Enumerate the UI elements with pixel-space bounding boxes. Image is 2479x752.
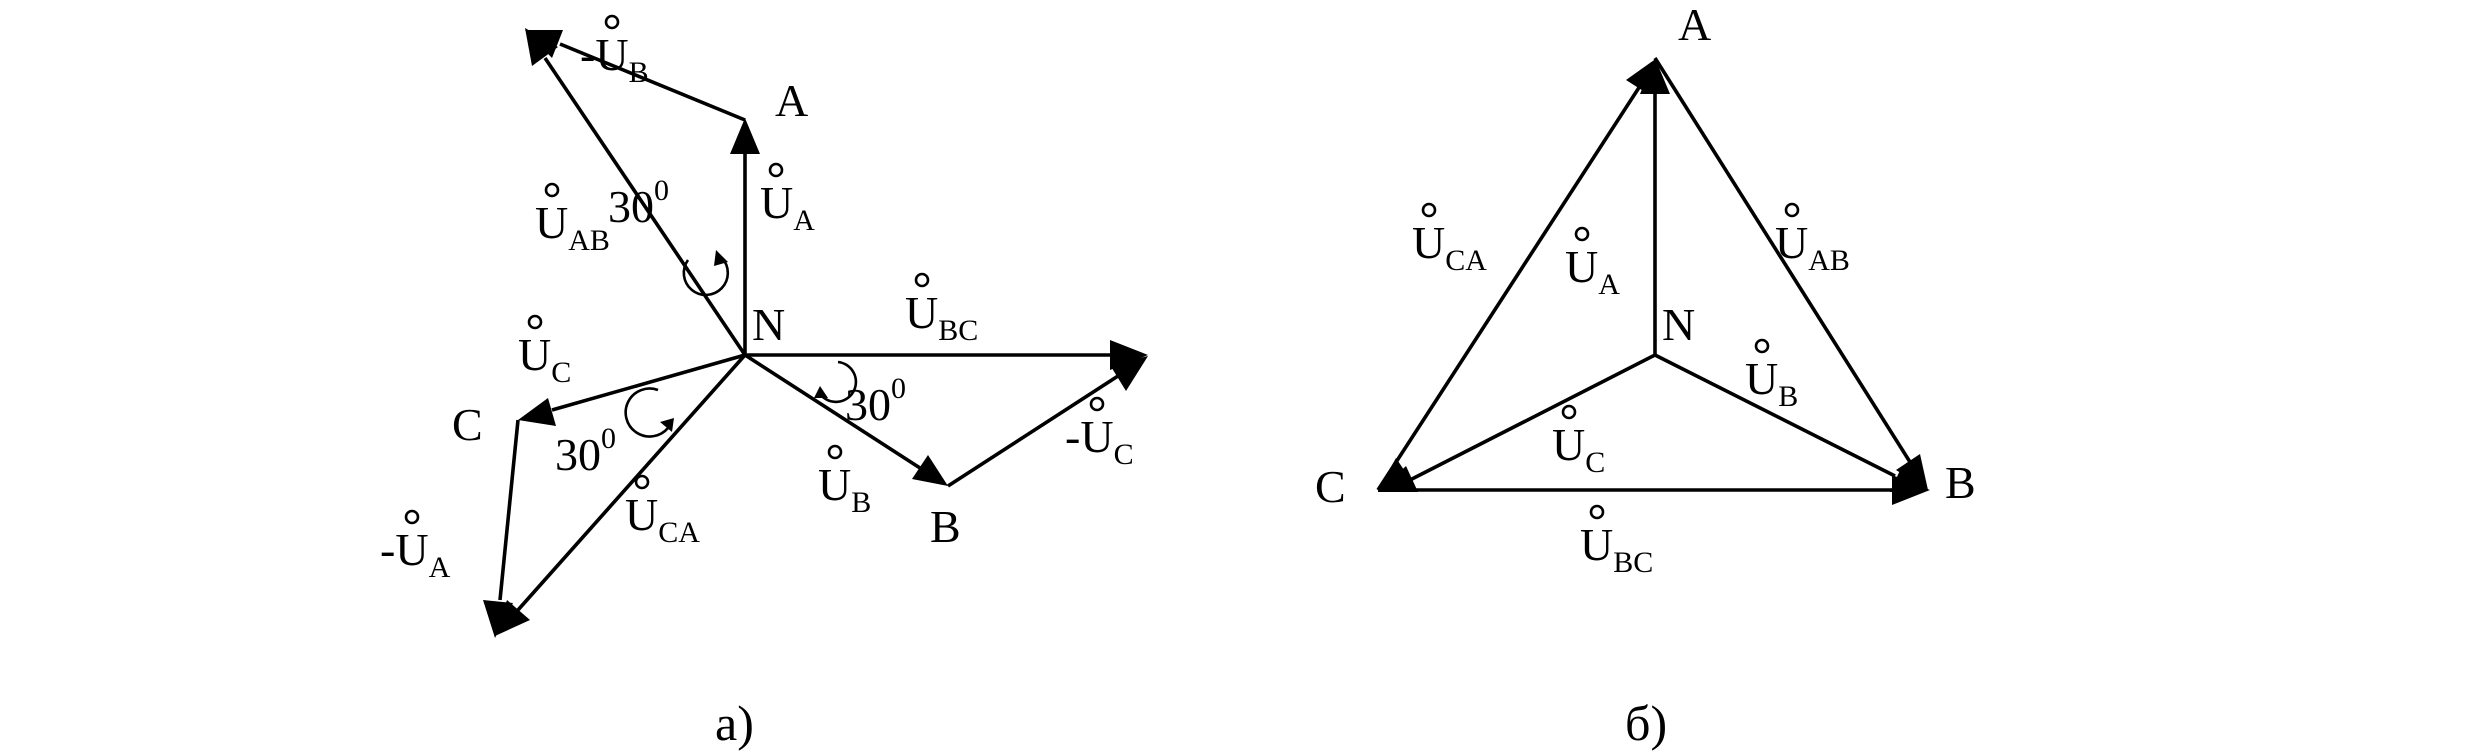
phasor-ring-icon <box>1754 338 1770 354</box>
label-neg-u-c: -UC <box>1065 396 1134 471</box>
vector-u-b <box>744 353 948 486</box>
label-b-u-ab: UAB <box>1775 202 1850 277</box>
phasor-ring-icon <box>404 509 420 525</box>
phasor-ring-icon <box>1574 226 1590 242</box>
svg-text:UBC: UBC <box>1580 519 1653 579</box>
svg-text:300: 300 <box>845 372 906 430</box>
caption-a: а) <box>715 695 754 751</box>
label-u-b: UB <box>818 444 871 519</box>
label-u-bc: UBC <box>905 272 978 347</box>
angle-arc-ab <box>682 250 730 297</box>
svg-text:UAB: UAB <box>535 197 610 257</box>
svg-text:UCA: UCA <box>625 489 700 549</box>
diagram-a-vectors <box>483 28 1148 638</box>
phasor-ring-icon <box>544 182 560 198</box>
point-label-a-n: N <box>752 299 785 350</box>
label-b-u-b: UB <box>1745 338 1798 413</box>
vector-b-u-bc <box>1378 475 1930 505</box>
diagram-b: A B C N UCA UA UAB UB UC UBC б) <box>1315 0 1976 751</box>
label-angle-ca: 300 <box>555 422 616 480</box>
point-label-a-c: C <box>452 399 483 450</box>
svg-text:UB: UB <box>818 459 871 519</box>
label-u-ca: UCA <box>625 474 700 549</box>
phasor-ring-icon <box>1421 202 1437 218</box>
svg-text:UCA: UCA <box>1412 217 1487 277</box>
phasor-ring-icon <box>527 314 543 330</box>
point-label-a-a: A <box>775 75 808 126</box>
label-b-u-ca: UCA <box>1412 202 1487 277</box>
phasor-ring-icon <box>768 162 784 178</box>
label-neg-u-a: -UA <box>380 509 451 584</box>
phasor-ring-icon <box>1589 504 1605 520</box>
vector-neg-u-c <box>947 356 1148 488</box>
phasor-ring-icon <box>1561 404 1577 420</box>
label-u-a: UA <box>760 162 815 237</box>
vector-u-bc <box>745 340 1148 370</box>
label-b-u-bc: UBC <box>1580 504 1653 579</box>
vector-b-arrow-c <box>1378 458 1412 490</box>
svg-text:UBC: UBC <box>905 287 978 347</box>
vector-u-c <box>518 353 746 426</box>
svg-text:-UA: -UA <box>380 524 451 584</box>
vector-neg-u-a <box>483 419 520 638</box>
diagram-a: A B C N -UB UA UAB 300 UBC UC 300 <box>380 14 1148 751</box>
phasor-ring-icon <box>634 474 650 490</box>
label-angle-ab: 300 <box>608 174 669 232</box>
angle-arc-ca <box>624 387 674 438</box>
label-u-ab: UAB <box>535 182 610 257</box>
svg-text:300: 300 <box>608 174 669 232</box>
label-neg-u-b: -UB <box>580 14 649 89</box>
vector-u-ca <box>495 353 747 636</box>
svg-text:300: 300 <box>555 422 616 480</box>
point-label-b-c: C <box>1315 461 1346 512</box>
phasor-ring-icon <box>827 444 843 460</box>
phasor-ring-icon <box>1784 202 1800 218</box>
svg-text:-UC: -UC <box>1065 411 1134 471</box>
phasor-ring-icon <box>914 272 930 288</box>
svg-text:UAB: UAB <box>1775 217 1850 277</box>
label-angle-bc: 300 <box>845 372 906 430</box>
svg-text:UA: UA <box>1565 241 1620 301</box>
point-label-a-b: B <box>930 501 961 552</box>
angle-arc-bc <box>814 360 858 404</box>
label-b-u-c: UC <box>1552 404 1605 479</box>
point-label-b-b: B <box>1945 457 1976 508</box>
vector-u-a <box>730 118 760 355</box>
vector-b-u-ab <box>1653 57 1928 490</box>
phasor-ring-icon <box>1089 396 1105 412</box>
vector-neg-u-b <box>525 30 746 122</box>
point-label-b-n: N <box>1662 299 1695 350</box>
svg-text:-UB: -UB <box>580 29 649 89</box>
angle-arcs-a <box>624 250 858 438</box>
svg-text:UA: UA <box>760 177 815 237</box>
vector-b-u-ca <box>1376 58 1657 491</box>
point-label-b-a: A <box>1678 0 1711 50</box>
label-u-c: UC <box>518 314 571 389</box>
phasor-ring-icon <box>604 14 620 30</box>
svg-text:UC: UC <box>1552 419 1605 479</box>
svg-text:UC: UC <box>518 329 571 389</box>
caption-b: б) <box>1625 695 1667 751</box>
label-b-u-a: UA <box>1565 226 1620 301</box>
svg-text:UB: UB <box>1745 353 1798 413</box>
diagram-b-vectors <box>1376 57 1930 505</box>
